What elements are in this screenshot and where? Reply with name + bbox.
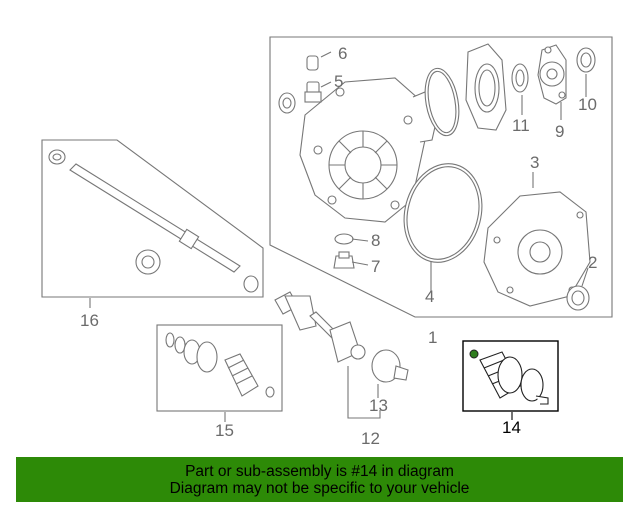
callout-9: 9 [555, 122, 564, 141]
callout-8: 8 [371, 231, 380, 250]
seal-10 [576, 47, 596, 73]
cv-joint-13 [371, 349, 409, 383]
callout-3: 3 [530, 153, 539, 172]
side-seal [278, 92, 296, 114]
callout-10: 10 [578, 95, 597, 114]
seal-11 [511, 63, 529, 93]
banner-line-2: Diagram may not be specific to your vehi… [169, 479, 470, 497]
callout-6: 6 [338, 44, 347, 63]
callout-2: 2 [588, 253, 597, 272]
seal-2 [566, 285, 590, 311]
differential-housing [299, 77, 438, 223]
callout-12: 12 [361, 429, 380, 448]
plug-6 [306, 55, 319, 71]
callout-7: 7 [371, 257, 380, 276]
axle-shaft-12 [274, 291, 366, 363]
boot-kit-14 [469, 349, 549, 405]
breather-5 [304, 81, 322, 103]
callout-14: 14 [502, 418, 521, 437]
boot-kit-box [156, 324, 283, 412]
callout-5: 5 [334, 72, 343, 91]
cover-gasket [403, 163, 483, 263]
callout-13: 13 [369, 396, 388, 415]
callout-16: 16 [80, 311, 99, 330]
rear-cover-3 [483, 191, 591, 307]
flange-plate [465, 43, 507, 131]
boot-kit-15 [165, 332, 275, 398]
callout-1: 1 [428, 328, 437, 347]
callout-4: 4 [425, 287, 434, 306]
callout-11: 11 [512, 116, 530, 135]
banner-line-1: Part or sub-assembly is #14 in diagram [185, 462, 454, 480]
callout-15: 15 [215, 421, 234, 440]
highlight-box-14 [462, 340, 559, 412]
differential-group-outline [269, 36, 613, 318]
drain-plug-7 [333, 251, 355, 269]
intermediate-shaft-16 [48, 149, 259, 293]
output-flange-9 [537, 44, 567, 105]
washer-8 [334, 233, 354, 245]
notice-banner: Part or sub-assembly is #14 in diagram D… [16, 457, 623, 502]
intermediate-shaft-box [41, 139, 264, 298]
